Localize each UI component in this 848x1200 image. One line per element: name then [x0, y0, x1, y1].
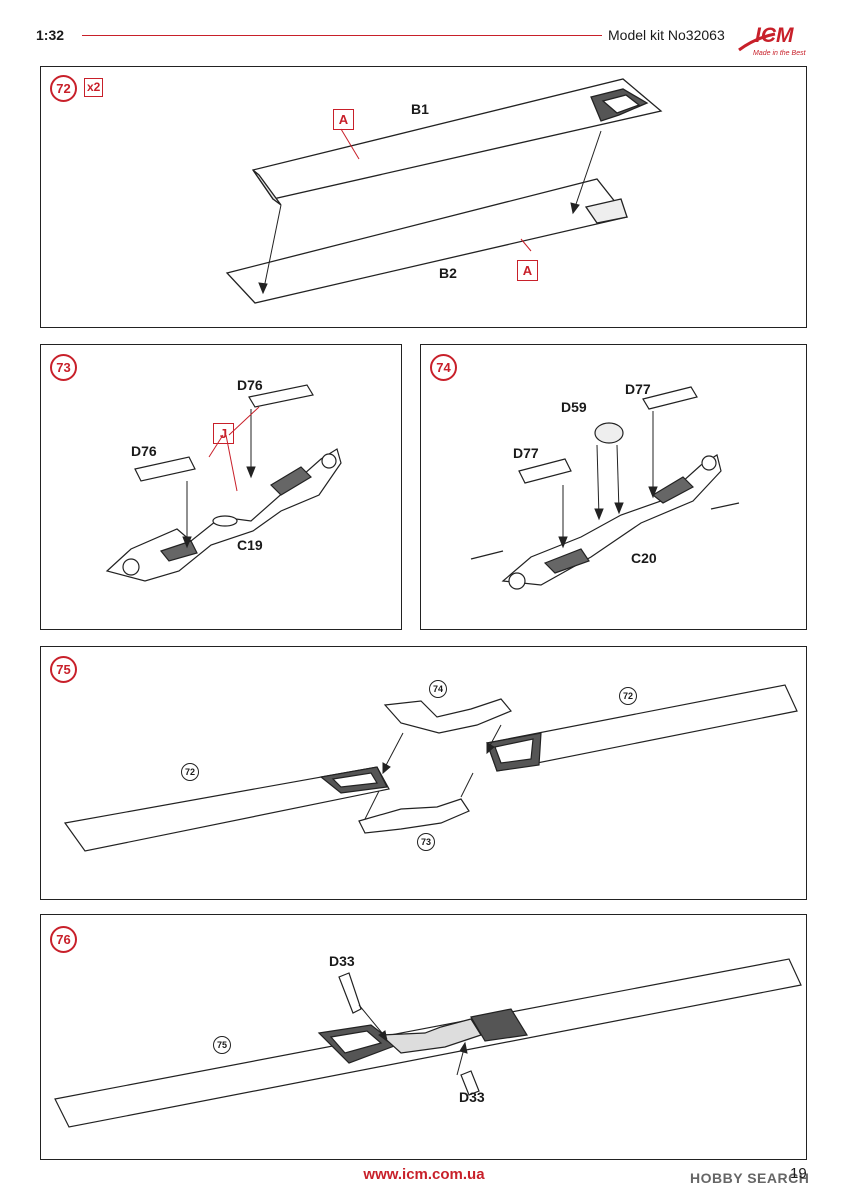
part-d76-top — [248, 384, 314, 408]
step-75-panel: 75 74 72 72 73 — [40, 646, 807, 900]
part-label-d77-left: D77 — [513, 445, 539, 461]
part-label-c20: C20 — [631, 550, 657, 566]
logo-tagline: Made in the Best — [753, 50, 806, 57]
kit-number: Model kit No32063 — [608, 27, 725, 43]
part-d77-left — [518, 458, 572, 484]
ref-step-72-right: 72 — [619, 687, 637, 705]
step-72-drawing — [225, 78, 663, 304]
part-label-c19: C19 — [237, 537, 263, 553]
part-label-d76-top: D76 — [237, 377, 263, 393]
part-d76-left — [134, 456, 196, 482]
logo-text: ICM — [755, 24, 794, 47]
brand-logo: ICM Made in the Best — [735, 20, 815, 64]
step-74-drawing — [470, 386, 740, 590]
ref-step-73: 73 — [417, 833, 435, 851]
watermark: HOBBY SEARCH — [690, 1170, 810, 1186]
header-rule — [82, 35, 602, 36]
logo-swoosh-icon — [738, 32, 776, 52]
step-75-badge: 75 — [50, 656, 77, 683]
step-73-drawing — [105, 384, 342, 582]
step-76-panel: 76 D33 D33 75 — [40, 914, 807, 1160]
rotor-hub — [379, 1018, 482, 1054]
marking-j: J — [213, 423, 234, 444]
blade-left — [63, 766, 390, 852]
multiplier-badge: x2 — [84, 78, 104, 97]
step-76-drawing — [54, 958, 802, 1128]
step-74-badge: 74 — [430, 354, 457, 381]
part-d33-bottom — [460, 1070, 480, 1096]
hub-assembly-74 — [383, 698, 512, 734]
marking-a-bottom: A — [517, 260, 538, 281]
step-72-panel: 72 x2 B1 B2 A A — [40, 66, 807, 328]
step-73-panel: 73 D76 D76 C19 J — [40, 344, 402, 630]
part-label-b2: B2 — [439, 265, 457, 281]
ref-step-75: 75 — [213, 1036, 231, 1054]
part-d33-top — [338, 972, 362, 1014]
page-number: 19 — [790, 1165, 807, 1182]
ref-step-74: 74 — [429, 680, 447, 698]
blade-b2-shape — [225, 178, 629, 304]
part-d59 — [594, 422, 624, 444]
ref-step-72-left: 72 — [181, 763, 199, 781]
step-72-badge: 72 — [50, 75, 77, 102]
part-label-d76-left: D76 — [131, 443, 157, 459]
part-label-d33-bottom: D33 — [459, 1089, 485, 1105]
part-d77-top — [642, 386, 698, 410]
step-76-badge: 76 — [50, 926, 77, 953]
part-label-d77-top: D77 — [625, 381, 651, 397]
hub-assembly-73 — [358, 798, 470, 834]
part-label-d33-top: D33 — [329, 953, 355, 969]
step-75-drawing — [63, 684, 798, 852]
part-label-d59: D59 — [561, 399, 587, 415]
website-link[interactable]: www.icm.com.ua — [363, 1166, 485, 1183]
step-74-panel: 74 D77 D59 D77 C20 — [420, 344, 807, 630]
part-label-b1: B1 — [411, 101, 429, 117]
part-c20 — [501, 454, 722, 586]
scale-label: 1:32 — [36, 27, 65, 43]
part-c19 — [105, 448, 342, 582]
step-73-badge: 73 — [50, 354, 77, 381]
marking-a-top: A — [333, 109, 354, 130]
